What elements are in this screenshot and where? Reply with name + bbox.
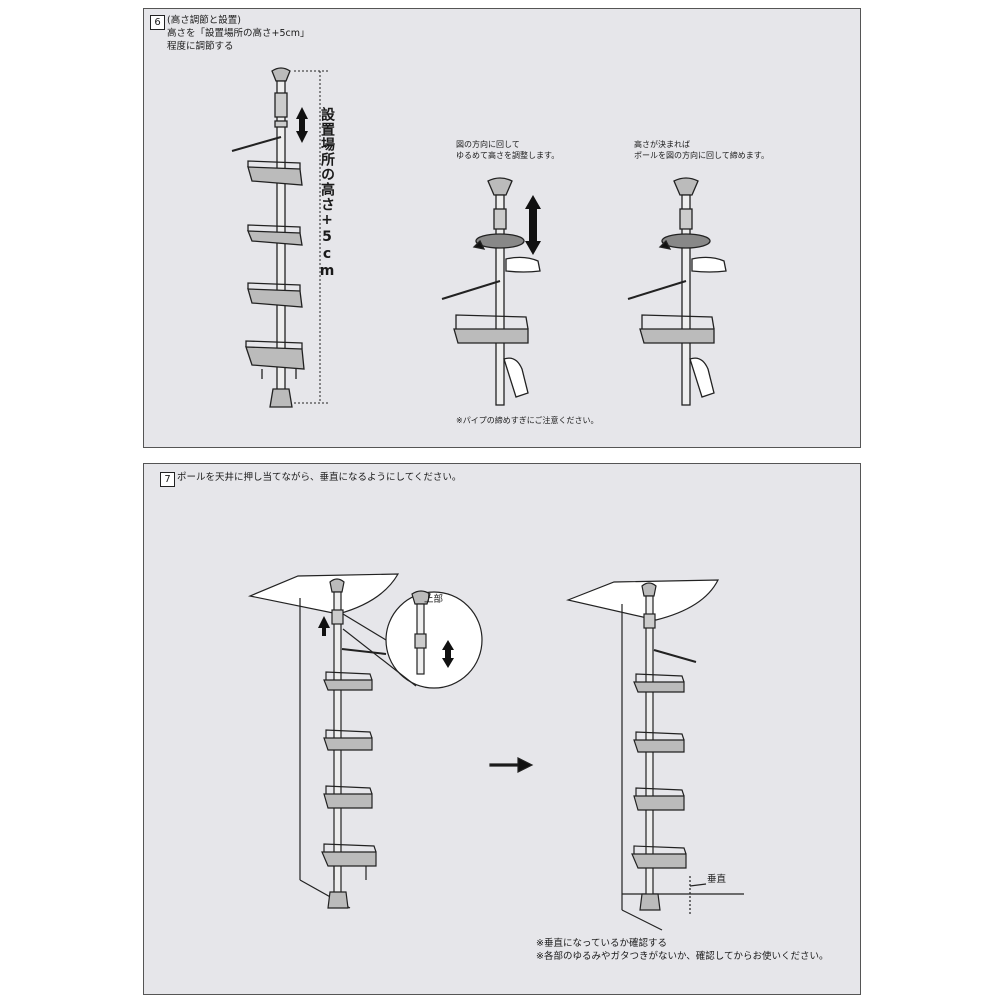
step6-caption-right-2: ポールを図の方向に回して締めます。 — [634, 151, 769, 160]
step6-instruction-line2: 程度に調節する — [167, 41, 234, 52]
step7-note-1: ※垂直になっているか確認する — [536, 938, 667, 949]
step6-note: ※パイプの締めすぎにご注意ください。 — [456, 416, 599, 425]
step7-illustration — [247, 573, 744, 931]
full-pole-illustration — [231, 67, 727, 408]
step7-heading: ポールを天井に押し当てながら、垂直になるようにしてください。 — [177, 472, 462, 483]
step6-caption-left-2: ゆるめて高さを調整します。 — [456, 151, 560, 160]
step7-note-2: ※各部のゆるみやガタつきがないか、確認してからお使いください。 — [536, 951, 829, 962]
step7-top-label: 上部 — [424, 594, 444, 605]
step6-panel: 6 (高さ調節と設置) 高さを「設置場所の高さ+5cm」 程度に調節する — [143, 8, 861, 448]
step7-number: 7 — [160, 472, 175, 487]
step6-heading: (高さ調節と設置) — [167, 15, 241, 26]
step7-panel: 7 ポールを天井に押し当てながら、垂直になるようにしてください。 — [143, 463, 861, 995]
step6-instruction-line1: 高さを「設置場所の高さ+5cm」 — [167, 28, 310, 39]
step6-caption-left-1: 図の方向に回して — [456, 140, 520, 149]
step6-height-label: 設置場所の高さ+5cm — [319, 107, 335, 280]
step6-number: 6 — [150, 15, 165, 30]
step7-vertical-label: 垂直 — [707, 874, 727, 885]
step6-caption-right-1: 高さが決まれば — [634, 140, 690, 149]
